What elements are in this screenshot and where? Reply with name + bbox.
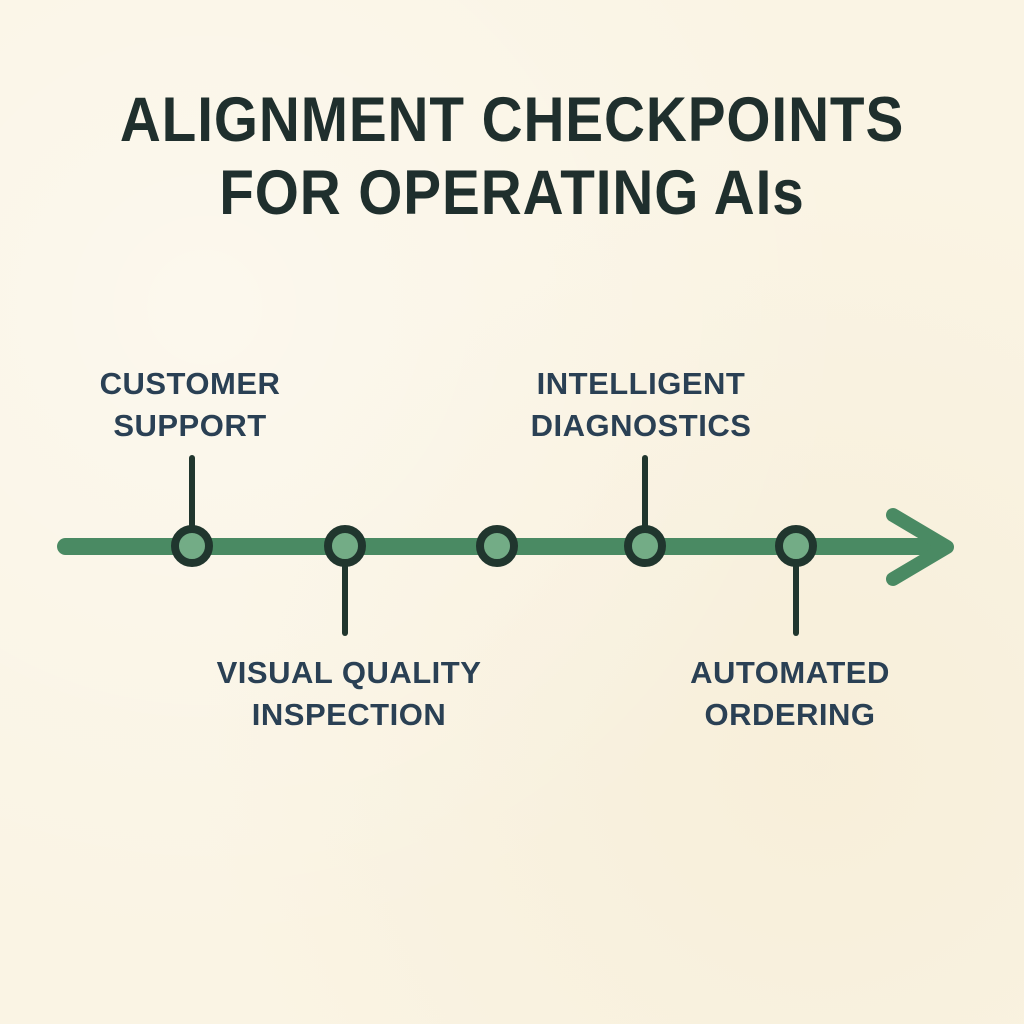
checkpoint-node-3 — [476, 525, 518, 567]
checkpoint-label-intelligent-diagnostics: INTELLIGENT DIAGNOSTICS — [531, 363, 752, 447]
title-line-2: FOR OPERATING AIs — [219, 158, 805, 228]
label-line: ORDERING — [704, 697, 876, 732]
label-line: AUTOMATED — [690, 655, 890, 690]
label-line: DIAGNOSTICS — [530, 408, 752, 443]
checkpoint-label-customer-support: CUSTOMER SUPPORT — [100, 363, 281, 447]
label-line: SUPPORT — [113, 408, 267, 443]
label-line: VISUAL QUALITY — [216, 655, 482, 690]
checkpoint-label-visual-quality-inspection: VISUAL QUALITY INSPECTION — [217, 652, 482, 736]
label-line: INSPECTION — [251, 697, 447, 732]
checkpoint-node-2 — [324, 525, 366, 567]
title-line-1: ALIGNMENT CHECKPOINTS — [119, 85, 905, 155]
checkpoint-node-1 — [171, 525, 213, 567]
checkpoint-node-5 — [775, 525, 817, 567]
page-title: ALIGNMENT CHECKPOINTS FOR OPERATING AIs — [51, 84, 973, 230]
label-line: CUSTOMER — [99, 366, 281, 401]
label-line: INTELLIGENT — [536, 366, 746, 401]
checkpoint-node-4 — [624, 525, 666, 567]
arrow-right-icon — [886, 508, 954, 586]
checkpoint-label-automated-ordering: AUTOMATED ORDERING — [690, 652, 890, 736]
